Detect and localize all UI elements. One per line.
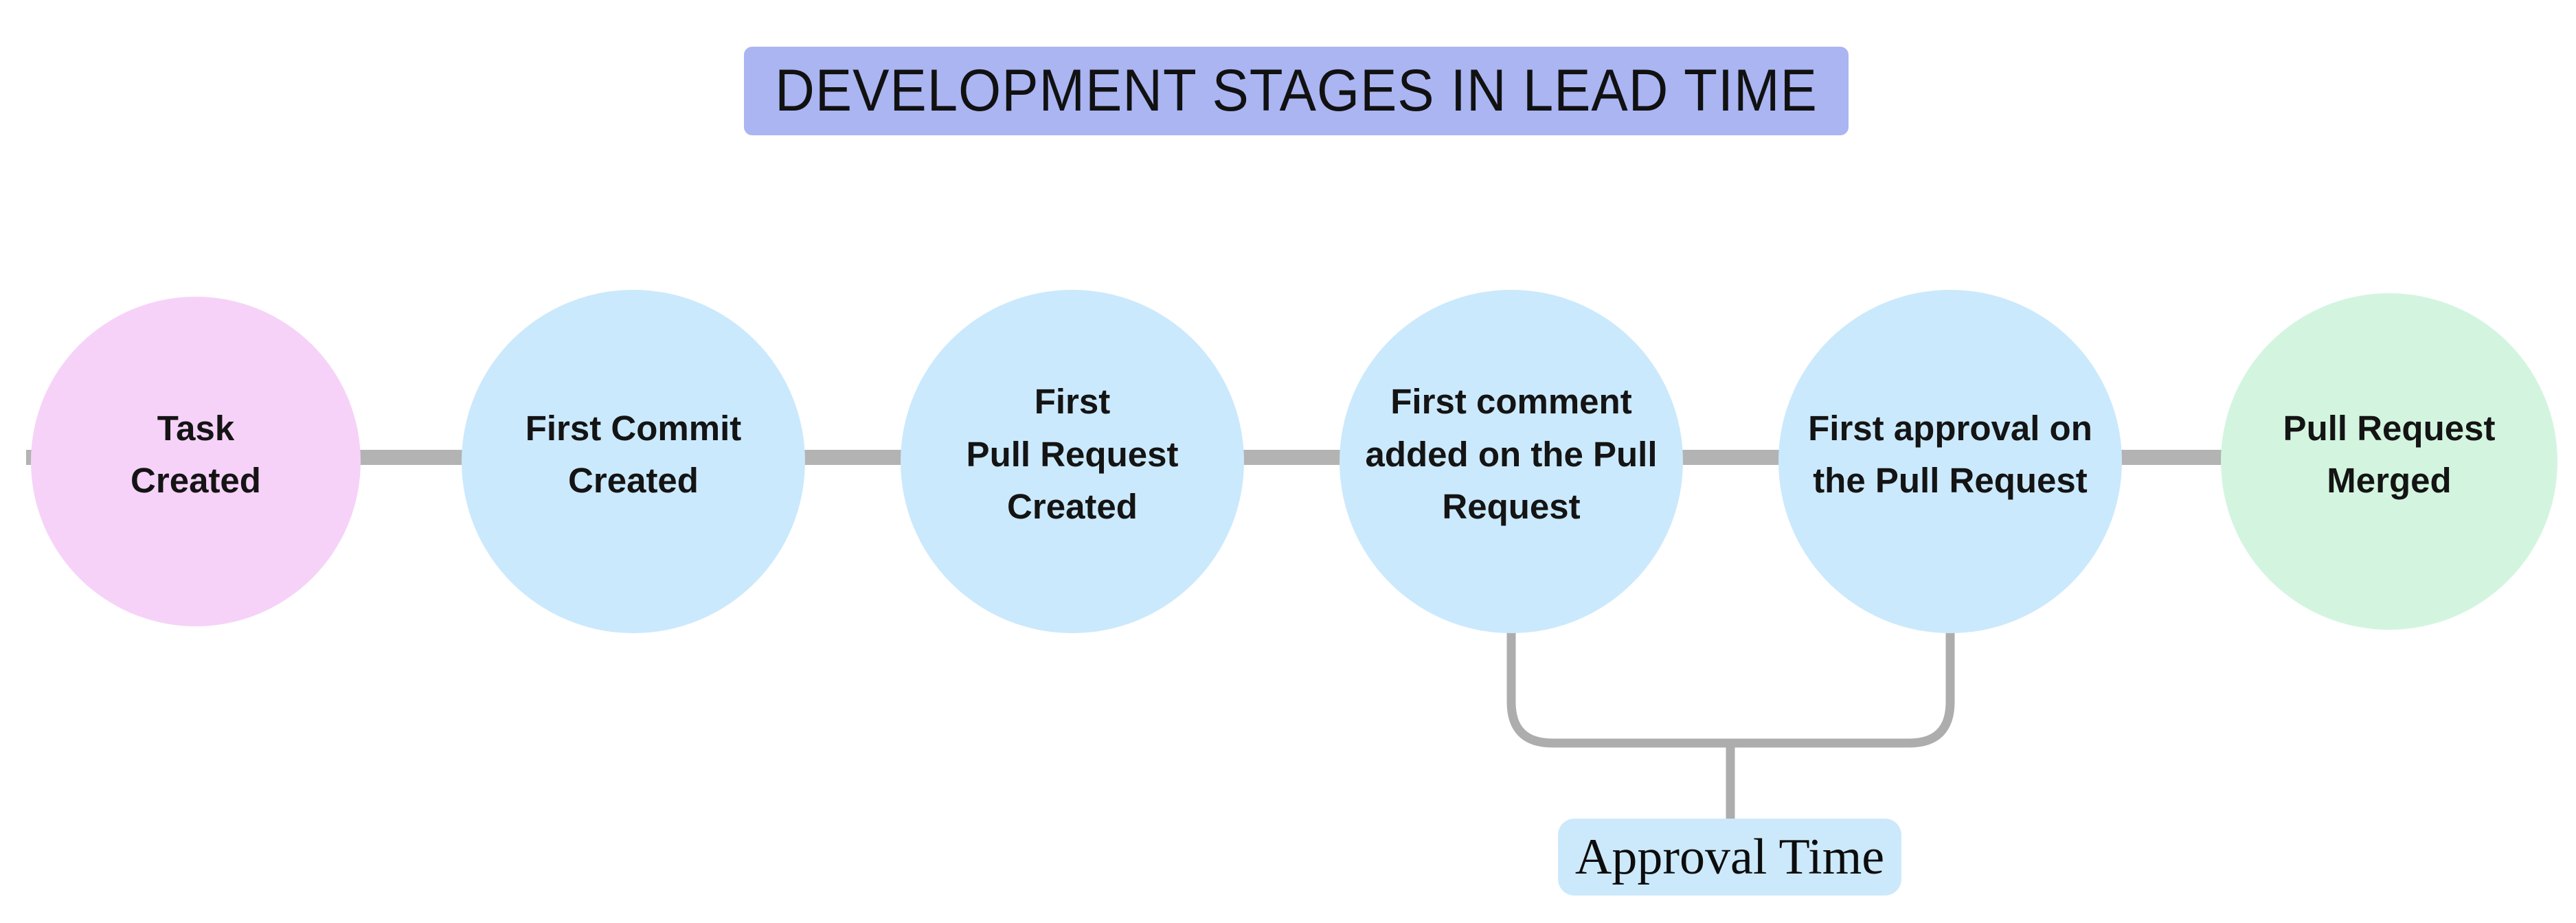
stage-label-line: Task	[157, 408, 235, 448]
stage-label-line: Request	[1442, 487, 1581, 527]
stage-pull-request-merged: Pull Request Merged	[2221, 293, 2557, 630]
bracket-span-path	[1506, 629, 1955, 748]
stage-label: Pull Request Merged	[2283, 402, 2496, 508]
stage-label-line: First comment	[1390, 382, 1632, 422]
stage-label-line: Created	[131, 461, 261, 500]
stage-label-line: First approval on	[1808, 408, 2092, 448]
stage-label-line: First	[1034, 382, 1111, 422]
stage-first-pull-request-created: First Pull Request Created	[901, 290, 1244, 633]
stage-label-line: added on the Pull	[1365, 434, 1658, 474]
stage-label: First Pull Request Created	[967, 376, 1179, 534]
approval-time-label: Approval Time	[1558, 819, 1901, 896]
stage-first-comment-added: First comment added on the Pull Request	[1340, 290, 1683, 633]
stage-task-created: Task Created	[31, 297, 361, 626]
stage-label-line: Created	[568, 461, 699, 500]
stage-label-line: Merged	[2327, 461, 2452, 500]
approval-time-text: Approval Time	[1574, 828, 1885, 885]
stage-first-commit-created: First Commit Created	[462, 290, 805, 633]
title-banner: DEVELOPMENT STAGES IN LEAD TIME	[744, 47, 1849, 135]
stage-label-line: Pull Request	[966, 434, 1179, 474]
stage-label: First approval on the Pull Request	[1808, 402, 2092, 508]
stage-first-approval: First approval on the Pull Request	[1778, 290, 2122, 633]
stage-label-line: First Commit	[525, 408, 742, 448]
stage-label-line: the Pull Request	[1813, 461, 2088, 500]
stage-label-line: Pull Request	[2283, 408, 2496, 448]
stage-label: First Commit Created	[526, 402, 742, 508]
stage-label: Task Created	[131, 402, 261, 508]
title-text: DEVELOPMENT STAGES IN LEAD TIME	[775, 58, 1818, 124]
stage-label-line: Created	[1007, 487, 1138, 527]
stage-label: First comment added on the Pull Request	[1365, 376, 1657, 534]
